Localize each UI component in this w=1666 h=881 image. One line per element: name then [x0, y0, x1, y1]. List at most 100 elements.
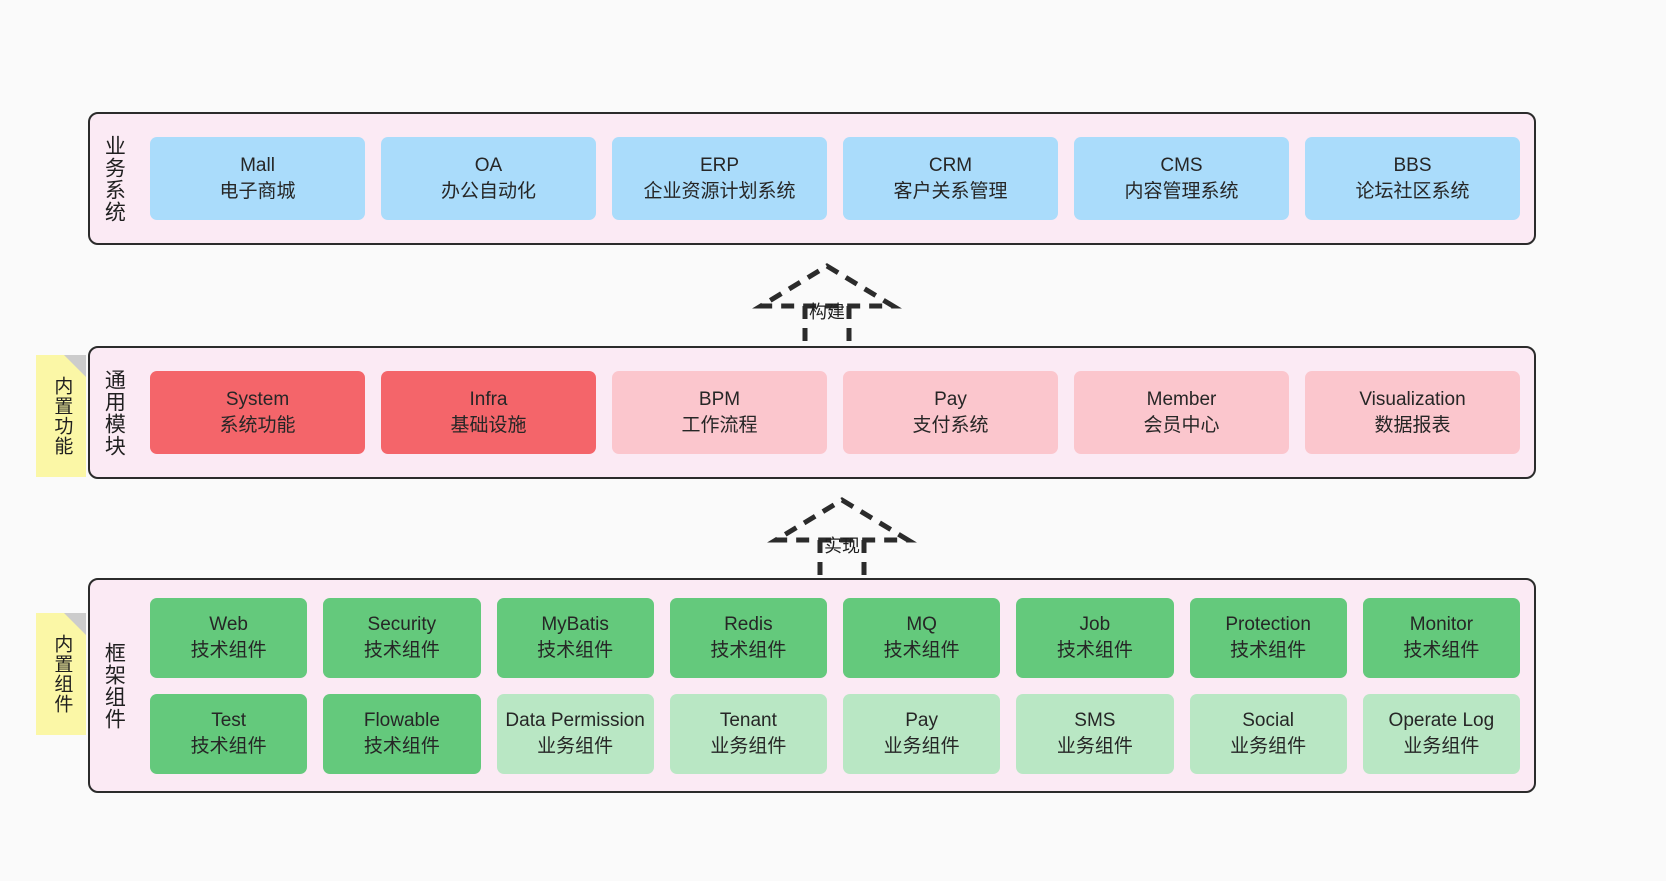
node-bbs[interactable]: BBS 论坛社区系统: [1305, 137, 1520, 220]
node-name: Web: [209, 614, 248, 636]
node-operate-log[interactable]: Operate Log 业务组件: [1362, 693, 1520, 774]
node-desc: 技术组件: [190, 735, 267, 757]
node-desc: 业务组件: [537, 735, 614, 757]
node-mq[interactable]: MQ 技术组件: [843, 597, 1001, 678]
node-tenant[interactable]: Tenant 业务组件: [669, 693, 827, 774]
node-name: Pay: [905, 710, 938, 732]
node-name: Test: [211, 710, 247, 732]
node-desc: 技术组件: [1230, 639, 1307, 661]
node-name: Data Permission: [505, 710, 645, 732]
node-pay[interactable]: Pay 支付系统: [843, 371, 1058, 454]
node-name: CRM: [928, 155, 973, 177]
node-name: Security: [367, 614, 437, 636]
note-label: 内置功能: [51, 376, 73, 456]
node-desc: 内容管理系统: [1124, 180, 1239, 202]
node-pay-component[interactable]: Pay 业务组件: [843, 693, 1001, 774]
framework-row-biz: Test 技术组件 Flowable 技术组件 Data Permission …: [150, 693, 1520, 774]
node-name: Monitor: [1409, 614, 1474, 636]
node-desc: 技术组件: [883, 639, 960, 661]
node-infra[interactable]: Infra 基础设施: [381, 371, 596, 454]
node-name: CMS: [1160, 155, 1203, 177]
connector-implement-label: 实现: [824, 536, 860, 556]
node-name: Tenant: [719, 710, 777, 732]
node-name: Redis: [724, 614, 773, 636]
node-mybatis[interactable]: MyBatis 技术组件: [496, 597, 654, 678]
node-member[interactable]: Member 会员中心: [1074, 371, 1289, 454]
node-crm[interactable]: CRM 客户关系管理: [843, 137, 1058, 220]
connector-implement: 实现: [767, 496, 917, 576]
node-desc: 业务组件: [883, 735, 960, 757]
node-test[interactable]: Test 技术组件: [150, 693, 308, 774]
node-erp[interactable]: ERP 企业资源计划系统: [612, 137, 827, 220]
node-name: Social: [1242, 710, 1294, 732]
framework-layer-items: Web 技术组件 Security 技术组件 MyBatis 技术组件 Redi…: [136, 580, 1534, 791]
module-layer-items: System 系统功能 Infra 基础设施 BPM 工作流程 Pay 支付系统…: [136, 348, 1534, 477]
node-desc: 系统功能: [219, 414, 296, 436]
node-security[interactable]: Security 技术组件: [323, 597, 481, 678]
node-desc: 论坛社区系统: [1355, 180, 1470, 202]
framework-row-tech: Web 技术组件 Security 技术组件 MyBatis 技术组件 Redi…: [150, 597, 1520, 678]
node-web[interactable]: Web 技术组件: [150, 597, 308, 678]
node-name: Job: [1079, 614, 1111, 636]
node-cms[interactable]: CMS 内容管理系统: [1074, 137, 1289, 220]
node-desc: 业务组件: [710, 735, 787, 757]
node-desc: 技术组件: [1403, 639, 1480, 661]
node-name: Member: [1146, 389, 1217, 411]
note-fold-corner-icon: [64, 613, 86, 635]
node-oa[interactable]: OA 办公自动化: [381, 137, 596, 220]
node-protection[interactable]: Protection 技术组件: [1189, 597, 1347, 678]
node-name: BBS: [1393, 155, 1432, 177]
node-mall[interactable]: Mall 电子商城: [150, 137, 365, 220]
node-name: Infra: [469, 389, 508, 411]
business-layer-title: 业务系统: [102, 134, 126, 223]
node-desc: 业务组件: [1230, 735, 1307, 757]
node-desc: 业务组件: [1056, 735, 1133, 757]
node-name: Protection: [1225, 614, 1311, 636]
node-name: OA: [474, 155, 503, 177]
node-name: Pay: [934, 389, 967, 411]
framework-layer-band: 框架组件 Web 技术组件 Security 技术组件 MyBatis 技术组件…: [88, 578, 1536, 793]
generalization-arrow-icon: [752, 263, 902, 342]
node-flowable[interactable]: Flowable 技术组件: [323, 693, 481, 774]
node-desc: 电子商城: [219, 180, 296, 202]
node-job[interactable]: Job 技术组件: [1016, 597, 1174, 678]
node-desc: 企业资源计划系统: [643, 180, 796, 202]
module-layer-title: 通用模块: [102, 368, 126, 457]
node-name: Visualization: [1359, 389, 1466, 411]
node-name: SMS: [1074, 710, 1116, 732]
node-desc: 技术组件: [710, 639, 787, 661]
node-sms[interactable]: SMS 业务组件: [1016, 693, 1174, 774]
node-visualization[interactable]: Visualization 数据报表: [1305, 371, 1520, 454]
generalization-arrow-icon: [767, 497, 917, 576]
node-system[interactable]: System 系统功能: [150, 371, 365, 454]
connector-build-label: 构建: [809, 302, 845, 322]
node-monitor[interactable]: Monitor 技术组件: [1362, 597, 1520, 678]
node-desc: 技术组件: [363, 639, 440, 661]
node-name: Operate Log: [1388, 710, 1495, 732]
node-social[interactable]: Social 业务组件: [1189, 693, 1347, 774]
node-desc: 技术组件: [363, 735, 440, 757]
business-layer-items: Mall 电子商城 OA 办公自动化 ERP 企业资源计划系统 CRM 客户关系…: [136, 114, 1534, 243]
node-desc: 技术组件: [537, 639, 614, 661]
node-name: BPM: [698, 389, 741, 411]
node-name: MyBatis: [541, 614, 609, 636]
note-builtin-function: 内置功能: [36, 355, 86, 477]
node-bpm[interactable]: BPM 工作流程: [612, 371, 827, 454]
node-name: MQ: [906, 614, 937, 636]
node-name: ERP: [699, 155, 740, 177]
node-redis[interactable]: Redis 技术组件: [669, 597, 827, 678]
node-name: System: [225, 389, 290, 411]
node-desc: 数据报表: [1374, 414, 1451, 436]
note-label: 内置组件: [51, 634, 73, 714]
node-desc: 技术组件: [190, 639, 267, 661]
connector-build: 构建: [752, 262, 902, 342]
framework-layer-title: 框架组件: [102, 641, 126, 730]
node-data-permission[interactable]: Data Permission 业务组件: [496, 693, 654, 774]
node-desc: 技术组件: [1056, 639, 1133, 661]
node-desc: 支付系统: [912, 414, 989, 436]
node-desc: 客户关系管理: [893, 180, 1008, 202]
node-desc: 业务组件: [1403, 735, 1480, 757]
node-desc: 工作流程: [681, 414, 758, 436]
business-layer-band: 业务系统 Mall 电子商城 OA 办公自动化 ERP 企业资源计划系统 CRM…: [88, 112, 1536, 245]
